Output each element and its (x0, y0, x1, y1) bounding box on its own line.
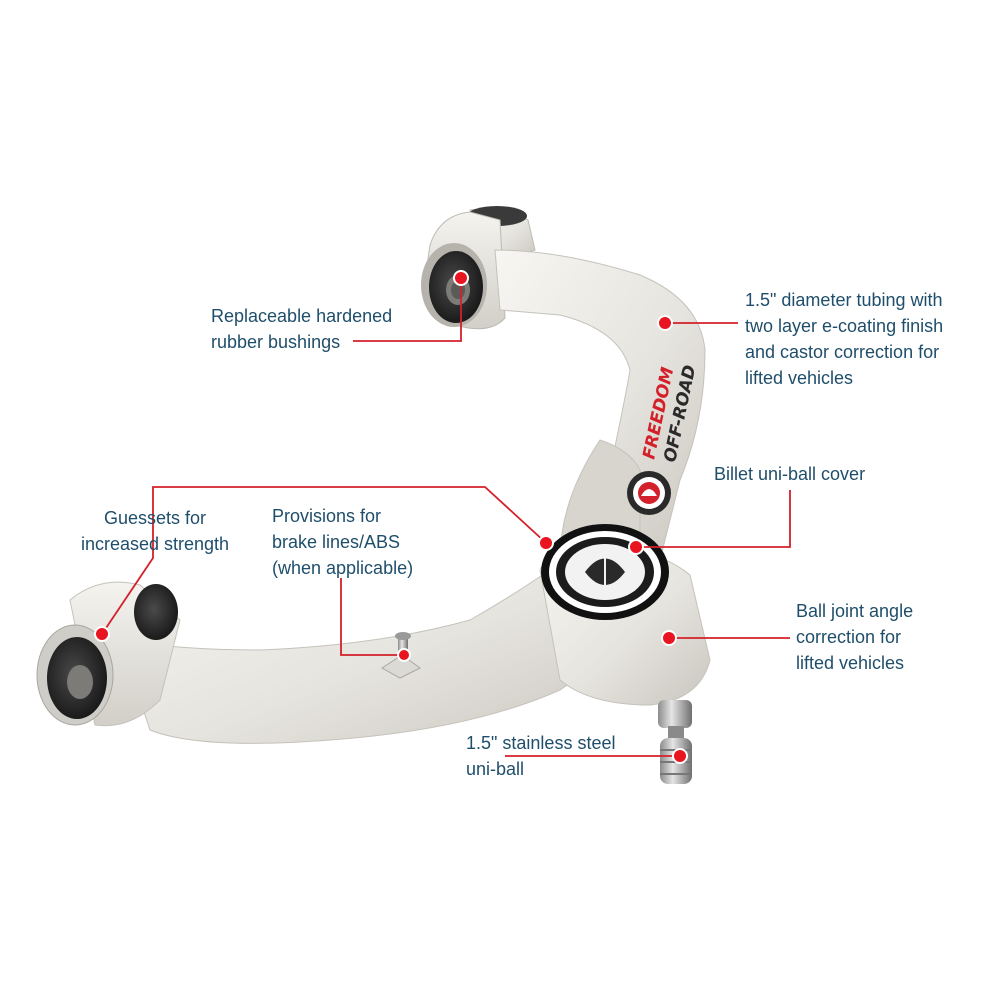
marker-brake-lines (397, 648, 411, 662)
brake-line-tab (381, 632, 421, 679)
front-bushing-mount (36, 581, 181, 727)
uniball-stud (658, 700, 692, 784)
callout-bushings: Replaceable hardened rubber bushings (211, 306, 393, 352)
callout-uniball-cover: Billet uni-ball cover (714, 464, 866, 484)
leader-line-uniball-cover (636, 490, 791, 548)
callout-markers (94, 270, 688, 764)
marker-bushings (453, 270, 469, 286)
marker-uniball (672, 748, 688, 764)
marker-uniball-cover (628, 539, 644, 555)
marker-ball-joint (661, 630, 677, 646)
callout-uniball: 1.5" stainless steel uni-ball (466, 733, 616, 779)
marker-gussets-bushing (94, 626, 110, 642)
callout-brake-lines: Provisions for brake lines/ABS (when app… (272, 506, 414, 578)
callout-gussets: Guessets for increased strength (80, 508, 230, 554)
leader-lines (101, 278, 791, 757)
marker-tubing (657, 315, 673, 331)
ball-joint-housing (539, 524, 711, 706)
leader-line-bushings (353, 278, 462, 342)
callout-tubing: 1.5" diameter tubing with two layer e-co… (745, 290, 944, 388)
leader-line-gussets (101, 486, 546, 635)
leader-line-brake-lines (340, 578, 404, 656)
callout-ball-joint: Ball joint angle correction for lifted v… (796, 601, 914, 673)
marker-gussets-arm (538, 535, 554, 551)
